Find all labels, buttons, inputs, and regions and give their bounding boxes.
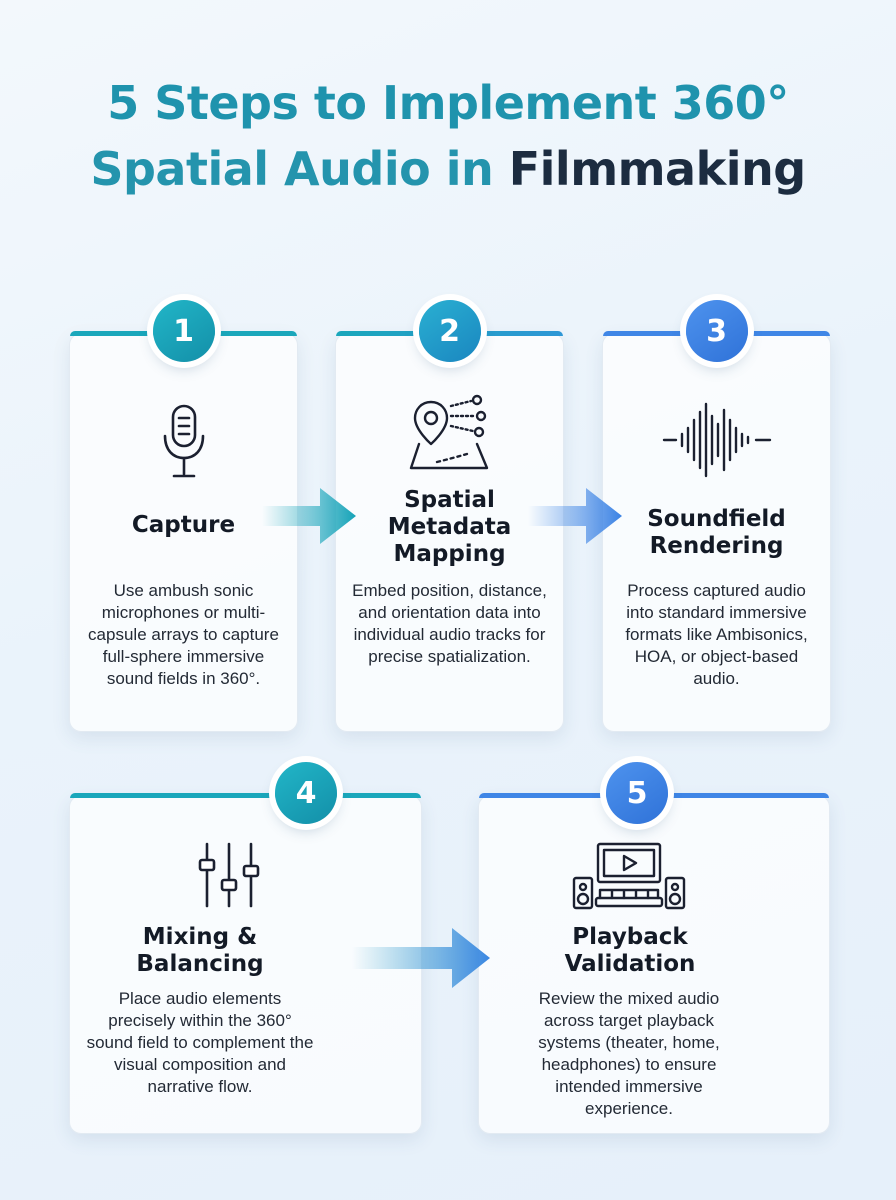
title-line-2-end: Filmmaking — [508, 142, 806, 196]
step-description: Review the mixed audio across target pla… — [538, 989, 720, 1118]
mixer-sliders-icon — [198, 842, 260, 908]
step-description: Place audio elements precisely within th… — [86, 989, 314, 1096]
arrow-step-4-to-5 — [352, 928, 490, 988]
title-line-1: 5 Steps to Implement 360° — [107, 76, 789, 130]
title-line-2-start: Spatial Audio in — [90, 142, 509, 196]
arrow-step-1-to-2 — [262, 488, 356, 544]
location-mapping-icon — [409, 394, 488, 470]
step-card-1: 1 Capture Use ambush sonic microphones o… — [69, 300, 298, 732]
microphone-icon — [163, 404, 204, 478]
step-title: Capture — [131, 512, 236, 538]
step-title: Spatial Metadata Mapping — [387, 487, 512, 567]
arrow-step-2-to-3 — [528, 488, 622, 544]
card-topbar — [70, 793, 421, 798]
step-title: Mixing & Balancing — [136, 924, 264, 977]
title-line-2: Spatial Audio in Filmmaking — [0, 136, 896, 202]
step-description: Use ambush sonic microphones or multi-ca… — [88, 581, 279, 688]
theater-playback-icon — [572, 842, 686, 910]
step-card-5: 5 Playback Validation Review the mixed a… — [478, 762, 830, 1134]
step-description: Embed position, distance, and orientatio… — [352, 581, 547, 666]
step-title: Playback Validation — [564, 924, 696, 977]
page-title: 5 Steps to Implement 360° Spatial Audio … — [0, 70, 896, 202]
step-card-2: 2 Spatial Metadata Mapping Embed positio… — [335, 300, 564, 732]
step-description: Process captured audio into standard imm… — [625, 581, 808, 688]
step-card-3: 3 Soundfield Rendering Process captured … — [602, 300, 831, 732]
step-number-badge: 1 — [152, 300, 215, 362]
soundwave-icon — [662, 402, 771, 478]
step-number-badge: 2 — [418, 300, 481, 362]
step-number-badge: 3 — [685, 300, 748, 362]
step-number-badge: 5 — [606, 762, 668, 824]
step-title: Soundfield Rendering — [647, 506, 786, 559]
step-number-badge: 4 — [275, 762, 337, 824]
